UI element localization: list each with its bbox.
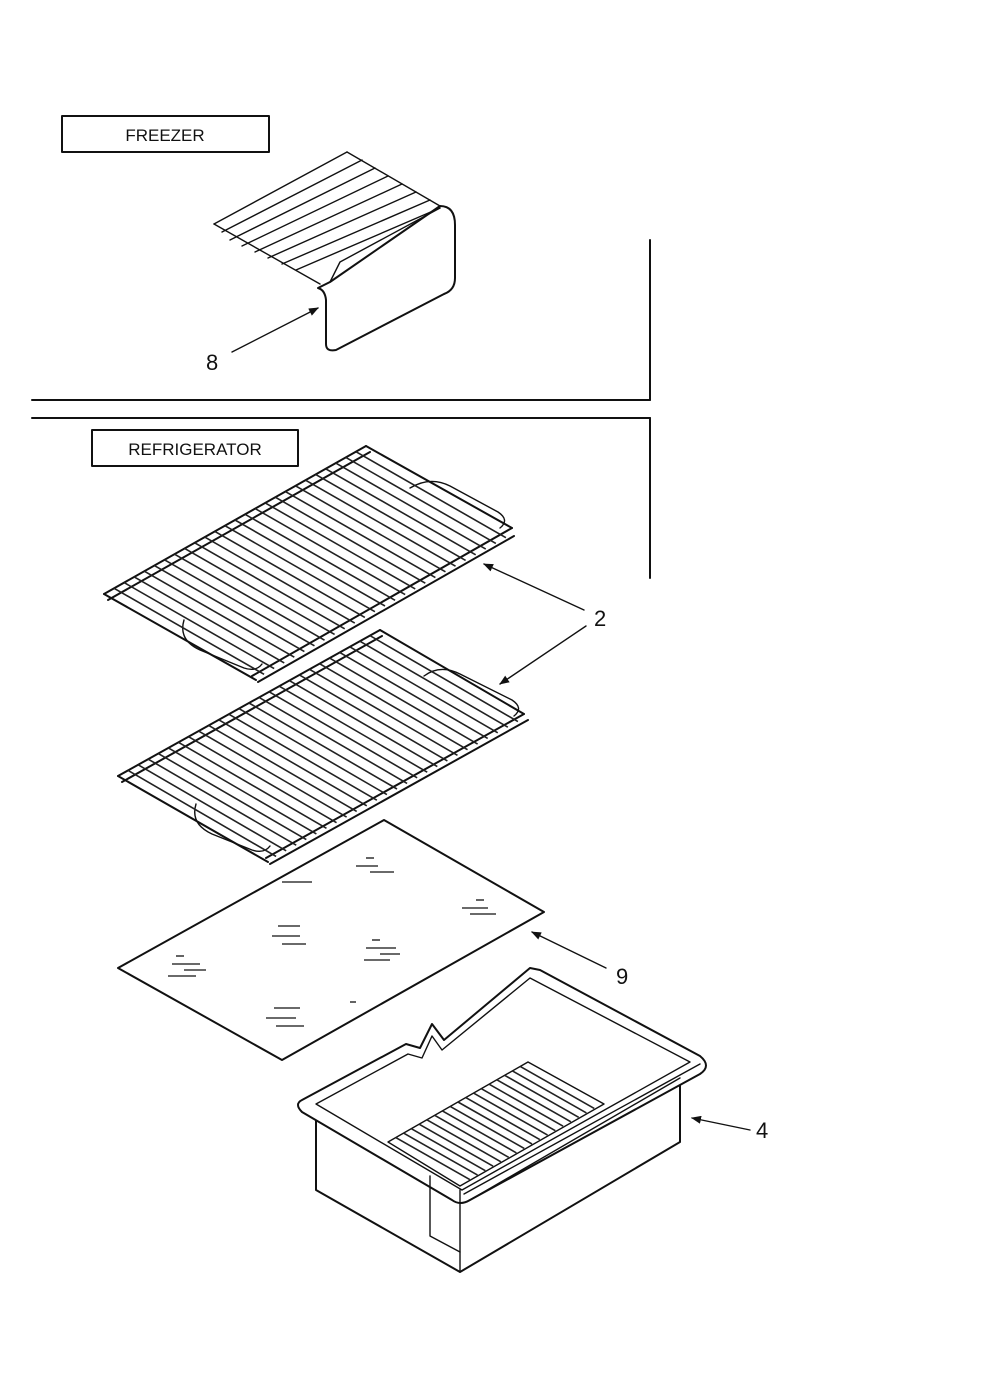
shelf-slat <box>234 519 386 607</box>
shelf-slat <box>244 513 396 602</box>
shelf-slat <box>395 1136 471 1181</box>
refrigerator-label-box: REFRIGERATOR <box>91 429 299 467</box>
shelf-slat <box>258 696 408 785</box>
arrow-crisper-drawer <box>691 1115 751 1131</box>
refrigerator-label: REFRIGERATOR <box>128 440 262 459</box>
shelf-slat <box>153 564 305 653</box>
shelf-slat <box>298 674 448 762</box>
freezer-label: FREEZER <box>125 126 204 145</box>
callout-2: 2 <box>594 606 606 631</box>
shelf-slat <box>254 507 406 596</box>
shelf-slat <box>198 730 348 818</box>
shelf-slat <box>305 479 456 567</box>
shelf-slat <box>264 502 416 590</box>
shelf-slat <box>123 581 275 670</box>
shelf-slat <box>339 651 489 740</box>
shelf-slat <box>184 547 336 636</box>
shelf-slat <box>204 536 356 624</box>
callout-4: 4 <box>756 1118 768 1143</box>
shelf-slat <box>512 1070 587 1114</box>
shelf-slat <box>309 668 458 756</box>
shelf-slat <box>465 1096 541 1141</box>
shelf-slat <box>147 758 297 846</box>
freezer-shelf-wires <box>213 151 441 285</box>
shelf-slat <box>224 524 376 613</box>
shelf-slat <box>143 570 295 658</box>
shelf-slat <box>355 450 507 539</box>
shelf-slat <box>284 490 436 579</box>
callout-9: 9 <box>616 964 628 989</box>
shelf-slat <box>268 691 418 779</box>
arrow-freezer-shelf <box>231 307 319 353</box>
shelf-slat <box>208 724 358 813</box>
shelf-slat <box>248 702 398 790</box>
shelf-slat <box>178 741 327 829</box>
shelf-slat <box>288 679 438 768</box>
arrow-wire-shelf-lower <box>499 625 587 685</box>
shelf-slat <box>194 542 346 630</box>
shelf-slat <box>274 496 426 584</box>
wire-shelf-lower <box>117 629 529 865</box>
freezer-label-box: FREEZER <box>61 115 270 153</box>
shelf-slat <box>238 707 388 796</box>
shelf-slat <box>174 553 325 641</box>
shelf-slat <box>504 1074 580 1119</box>
wire-shelf-upper-slats <box>113 450 507 676</box>
shelf-slat <box>473 1092 548 1136</box>
shelf-slat <box>418 1123 494 1167</box>
shelf-slat <box>319 663 468 751</box>
shelf-slat <box>480 1087 556 1132</box>
glass-reflection-marks <box>168 857 496 1027</box>
shelf-slat <box>519 1065 595 1110</box>
shelf-slat <box>426 1119 502 1163</box>
glass-cover <box>117 819 545 1061</box>
shelf-slat <box>349 646 499 734</box>
crisper-drawer-ribs <box>395 1065 595 1181</box>
shelf-slat <box>137 764 287 852</box>
shelf-slat <box>359 640 509 728</box>
arrow-wire-shelf-upper <box>483 563 585 611</box>
shelf-slat <box>496 1079 572 1123</box>
shelf-slat <box>329 657 479 745</box>
shelf-slat <box>449 1105 525 1150</box>
shelf-slat <box>278 685 428 773</box>
wire-shelf-upper <box>103 445 515 683</box>
shelf-slat <box>488 1083 564 1127</box>
arrow-glass-cover <box>531 931 607 969</box>
shelf-slat <box>214 530 366 619</box>
shelf-slat <box>218 719 368 807</box>
shelf-slat <box>167 747 317 835</box>
shelf-slat <box>345 456 497 545</box>
shelf-slat <box>295 485 446 573</box>
shelf-slat <box>434 1114 510 1159</box>
crisper-drawer <box>297 967 707 1273</box>
freezer-shelf <box>213 151 456 352</box>
shelf-slat <box>442 1110 517 1154</box>
shelf-slat <box>228 713 378 801</box>
wire-shelf-lower-slats <box>127 634 519 858</box>
shelf-slat <box>410 1127 486 1172</box>
shelf-slat <box>113 587 265 676</box>
shelf-slat <box>157 752 307 841</box>
shelf-slat <box>133 576 285 664</box>
section-dividers <box>31 239 651 579</box>
shelf-slat <box>369 634 519 723</box>
shelf-slat <box>315 473 467 562</box>
shelf-slat <box>335 462 487 550</box>
shelf-slat <box>188 736 337 824</box>
shelf-slat <box>403 1132 478 1176</box>
shelf-slat <box>164 559 315 647</box>
shelf-slat <box>325 468 477 556</box>
callout-8: 8 <box>206 350 218 375</box>
callout-arrows <box>231 307 751 1131</box>
shelf-slat <box>457 1101 533 1145</box>
shelf-slat <box>127 769 277 858</box>
